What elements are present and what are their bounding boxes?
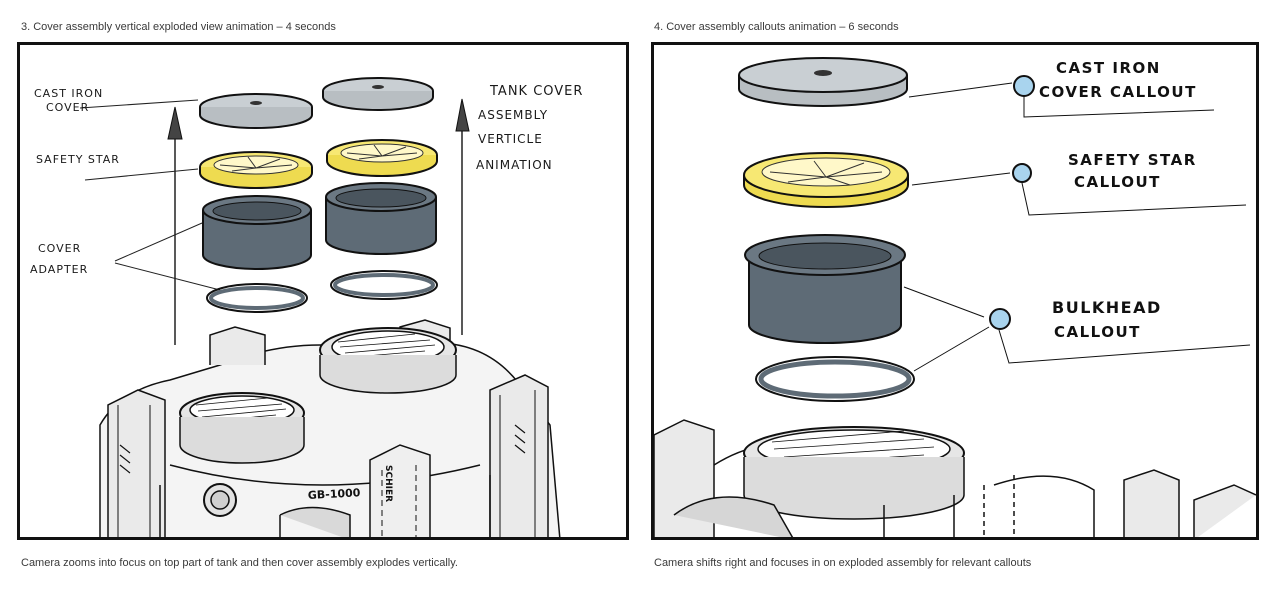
bulkhead-ring (756, 357, 914, 401)
bulkhead-adapter (745, 235, 905, 343)
callout-dot-safety-star[interactable] (1013, 164, 1031, 182)
panel-4-frame: CAST IRON COVER CALLOUT SAFETY STAR CALL… (651, 42, 1259, 540)
callout-safety-star-line-2: CALLOUT (1074, 173, 1161, 191)
cover-left (200, 94, 312, 128)
adapter-right (326, 183, 436, 254)
adapter-left (203, 196, 311, 269)
up-arrow-right (456, 99, 469, 335)
callout-cast-iron-line-1: CAST IRON (1056, 59, 1161, 77)
safety-star-right (327, 140, 437, 176)
safety-star-label: SAFETY STAR (36, 153, 120, 166)
cover-right (323, 78, 433, 110)
cast-iron-cover-label-1: CAST IRON (34, 87, 103, 100)
brand-label: SCHIER (383, 465, 393, 502)
panel-4-caption: Camera shifts right and focuses in on ex… (654, 557, 1031, 569)
tank-cover-label-3: VERTICLE (478, 132, 543, 146)
safety-star-left (200, 152, 312, 188)
callout-bulkhead-line-2: CALLOUT (1054, 323, 1141, 341)
up-arrow-left (168, 107, 182, 345)
tank-sketch (100, 320, 560, 537)
tank-cover-label-1: TANK COVER (489, 84, 583, 99)
callout-dot-cast-iron[interactable] (1014, 76, 1034, 96)
cast-iron-cover (739, 58, 907, 106)
panel-3-frame: GB-1000 SCHIER CAST IRON COVER SAFETY ST… (17, 42, 629, 540)
callout-bulkhead-line-1: BULKHEAD (1052, 298, 1162, 317)
cast-iron-cover-label-2: COVER (46, 101, 89, 114)
tank-cover-label-4: ANIMATION (476, 158, 553, 172)
tank-cover-label-2: ASSEMBLY (478, 108, 548, 122)
panel-3-caption: Camera zooms into focus on top part of t… (21, 557, 458, 569)
model-label: GB-1000 (307, 486, 361, 502)
callout-dot-bulkhead[interactable] (990, 309, 1010, 329)
callout-cast-iron-line-2: COVER CALLOUT (1039, 83, 1197, 101)
bulkhead-ring-right (331, 271, 437, 299)
panel-3-title: 3. Cover assembly vertical exploded view… (21, 21, 336, 33)
callout-safety-star-line-1: SAFETY STAR (1068, 151, 1197, 169)
panel-4-sketch: CAST IRON COVER CALLOUT SAFETY STAR CALL… (654, 45, 1256, 537)
cover-adapter-label-2: ADAPTER (30, 263, 88, 276)
panel-3-sketch: GB-1000 SCHIER CAST IRON COVER SAFETY ST… (20, 45, 626, 537)
cover-adapter-label-1: COVER (38, 242, 81, 255)
tank-sketch-partial (654, 420, 1256, 537)
bulkhead-ring-left (207, 284, 307, 312)
panel-4-title: 4. Cover assembly callouts animation – 6… (654, 21, 899, 33)
leader-lines (80, 100, 225, 290)
safety-star (744, 153, 908, 207)
